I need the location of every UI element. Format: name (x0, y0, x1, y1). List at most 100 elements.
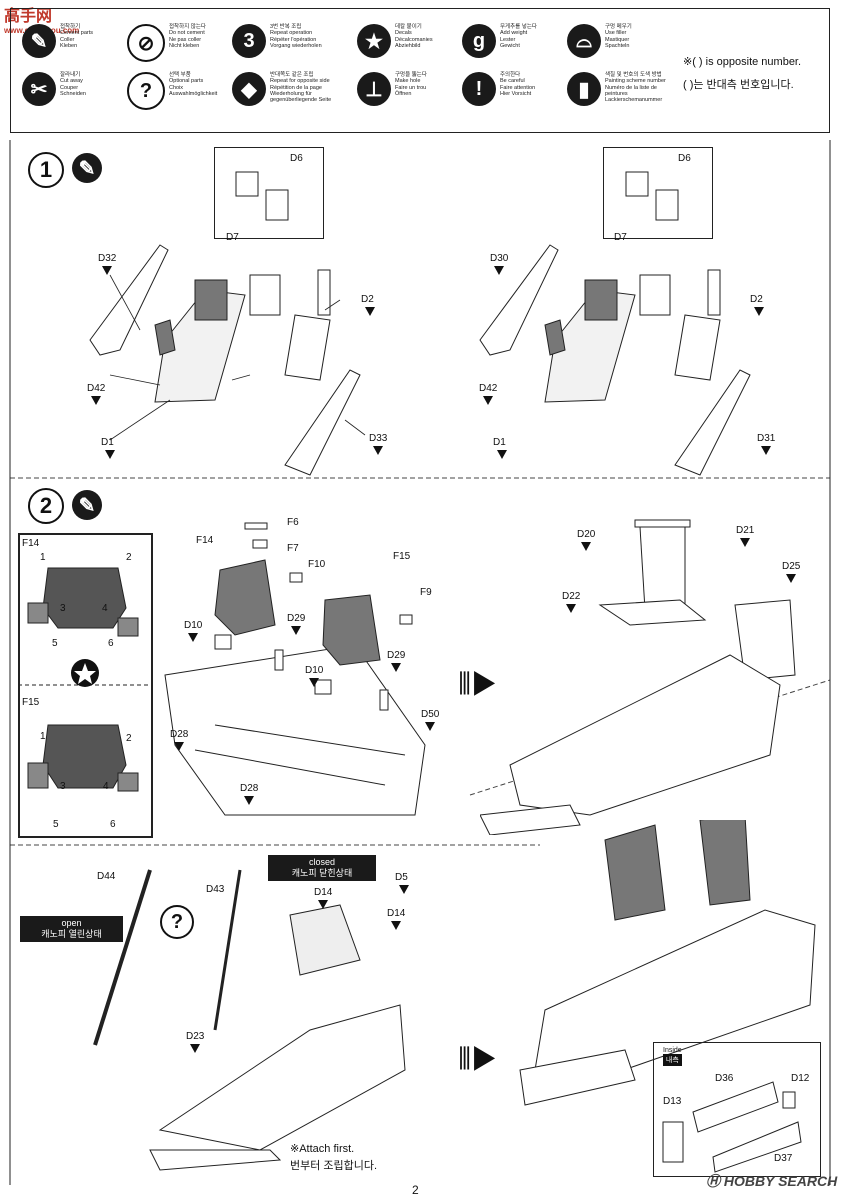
watermark-brand: 高手网 (4, 8, 53, 25)
part-marker-icon (318, 900, 328, 909)
f14-label: F14 (22, 538, 40, 549)
legend-item-text: 데칼 붙이기 Decals Décalcomanies Abziehbild (395, 24, 433, 49)
legend-item: ?선택 부품 Optional parts Choix Auswahlmögli… (127, 72, 231, 110)
part-label: 3 (60, 781, 66, 792)
part-label: 5 (52, 638, 58, 649)
part-label: D30 (490, 253, 509, 264)
legend-item: !주의한다 Be careful Faire attention Hier Vo… (462, 72, 562, 106)
part-marker-icon (740, 538, 750, 547)
part-label: F14 (196, 535, 214, 546)
full-cockpit-drawing (519, 820, 816, 1106)
part-label: D2 (750, 294, 763, 305)
part-label: F7 (287, 543, 299, 554)
inside-parts-drawing (662, 1081, 802, 1173)
legend-item-text: 접착하지 않는다 Do not cement Ne pas coller Nic… (169, 24, 206, 49)
part-label: D44 (97, 871, 116, 882)
part-marker-icon (494, 266, 504, 275)
weight-icon: g (462, 24, 496, 58)
part-marker-icon (754, 307, 764, 316)
part-label: D42 (479, 383, 498, 394)
closed-kr: 캐노피 닫힌상태 (291, 868, 353, 878)
inside-detail-box (653, 1042, 821, 1177)
hobby-search-watermark: Ⓗ HOBBY SEARCH (706, 1171, 837, 1191)
part-label: D1 (493, 437, 506, 448)
legend-item-text: 구멍 메우기 Use filler Mastiquer Spachteln (605, 24, 632, 49)
cut-icon: ✂ (22, 72, 56, 106)
legend-item-text: 무게추를 넣는다 Add weight Lester Gewicht (500, 24, 537, 49)
legend-box (10, 8, 830, 133)
part-label: D14 (387, 908, 406, 919)
part-label: 5 (53, 819, 59, 830)
part-label: 2 (126, 733, 132, 744)
open-label: open (61, 918, 82, 928)
part-marker-icon (105, 450, 115, 459)
part-label: D32 (98, 253, 117, 264)
cement-icon: ✎ (22, 24, 56, 58)
part-marker-icon (566, 604, 576, 613)
step2-circle: 2 (28, 488, 64, 524)
part-label: F6 (287, 517, 299, 528)
part-marker-icon (174, 742, 184, 751)
step1-number: 1 (39, 157, 53, 182)
cockpit-assembled-drawing (480, 519, 796, 835)
part-marker-icon (102, 266, 112, 275)
optional-icon: ? (127, 72, 165, 110)
part-label: 2 (126, 552, 132, 563)
panel-drawings (18, 567, 153, 792)
repeat-icon: 3 (232, 24, 266, 58)
step3-arrow-icon: ⦀▶ (458, 1043, 498, 1076)
part-label: 6 (110, 819, 116, 830)
part-label: D29 (387, 650, 406, 661)
step2-number: 2 (39, 493, 53, 518)
f15-label: F15 (22, 697, 40, 708)
optional-icon: ? (160, 905, 194, 939)
part-label: D13 (663, 1096, 682, 1107)
step1-circle: 1 (28, 152, 64, 188)
part-label: 4 (102, 603, 108, 614)
legend-item-text: 구멍을 뚫는다 Make hole Faire un trou Öffnen (395, 72, 427, 97)
detail-inset-right (603, 147, 713, 239)
part-label: D42 (87, 383, 106, 394)
cement-icon: ✎ (72, 153, 102, 183)
part-marker-icon (399, 885, 409, 894)
open-tag: open 캐노피 열린상태 (20, 916, 123, 942)
part-marker-icon (581, 542, 591, 551)
part-label: D10 (184, 620, 203, 631)
part-label: D1 (101, 437, 114, 448)
legend-item: ⊘접착하지 않는다 Do not cement Ne pas coller Ni… (127, 24, 231, 62)
legend-note-en: ※( ) is opposite number. (683, 56, 802, 68)
part-label: 6 (108, 638, 114, 649)
star-icon: ★ (357, 24, 391, 58)
inside-label: Inside (663, 1047, 682, 1054)
part-marker-icon (91, 396, 101, 405)
part-marker-icon (497, 450, 507, 459)
legend-item-text: 선택 부품 Optional parts Choix Auswahlmöglic… (169, 72, 218, 97)
part-label: D14 (314, 887, 333, 898)
part-label: D5 (395, 872, 408, 883)
part-marker-icon (391, 663, 401, 672)
legend-item-text: 잘라내기 Cut away Couper Schneiden (60, 72, 86, 97)
part-label: D33 (369, 433, 388, 444)
part-marker-icon (190, 1044, 200, 1053)
part-label: D7 (614, 232, 627, 243)
drill-icon: ⊥ (357, 72, 391, 106)
cement-icon: ✎ (72, 490, 102, 520)
legend-note-kr: ( )는 반대측 번호입니다. (683, 79, 794, 91)
legend-item: ✎접착하기 Cement parts Coller Kleben (22, 24, 122, 58)
legend-item-text: 3번 반복 조립 Repeat operation Répéter l'opér… (270, 24, 322, 49)
seat-drawing-right (479, 171, 751, 476)
seat-drawing-left (89, 171, 366, 476)
attach-note-kr: 번부터 조립합니다. (290, 1160, 378, 1172)
part-label: D31 (757, 433, 776, 444)
caution-icon: ! (462, 72, 496, 106)
part-marker-icon (425, 722, 435, 731)
step2-arrow-icon: ⦀▶ (458, 668, 498, 701)
part-label: 1 (40, 731, 46, 742)
part-marker-icon (373, 446, 383, 455)
part-marker-icon (761, 446, 771, 455)
part-label: D10 (305, 665, 324, 676)
part-marker-icon (365, 307, 375, 316)
part-label: D6 (290, 153, 303, 164)
part-label: D50 (421, 709, 440, 720)
attach-note-en: ※Attach first. (290, 1143, 355, 1155)
